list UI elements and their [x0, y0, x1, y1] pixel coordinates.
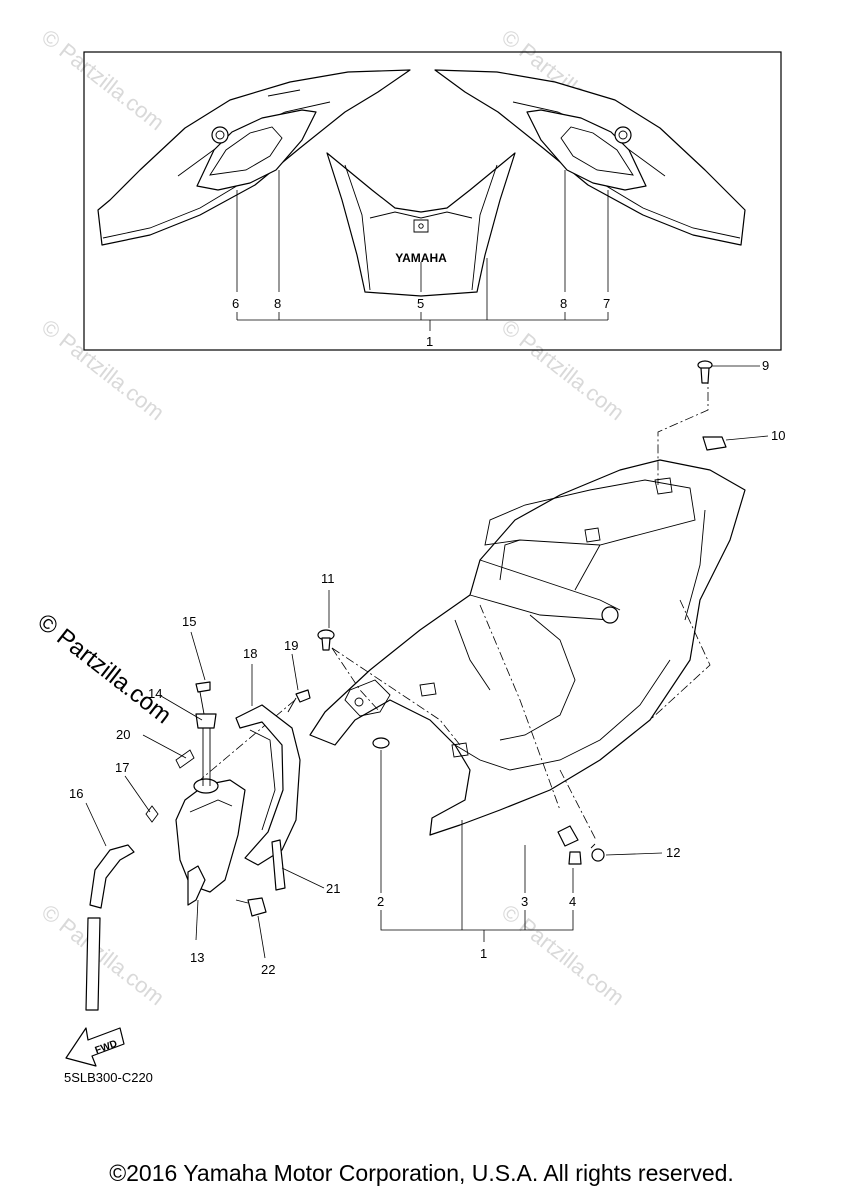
callout-13: 13 [190, 950, 204, 965]
callout-9: 9 [762, 358, 769, 373]
callout-16: 16 [69, 786, 83, 801]
decal-set-frame [83, 51, 782, 351]
lower-leader-lines [85, 365, 769, 959]
watermark-7: © Partzilla.com [497, 899, 629, 1010]
callout-6: 6 [232, 296, 239, 311]
watermark-4: © Partzilla.com [497, 314, 629, 425]
watermark-prominent: © Partzilla.com [32, 608, 176, 729]
callout-17: 17 [115, 760, 129, 775]
callout-labels: 1 6 8 5 8 7 9 10 11 15 18 19 14 20 17 16… [69, 296, 785, 977]
callout-22: 22 [261, 962, 275, 977]
callout-11: 11 [321, 571, 335, 586]
left-side-cover [97, 69, 411, 246]
callout-19: 19 [284, 638, 298, 653]
callout-20: 20 [116, 727, 130, 742]
callout-7: 7 [603, 296, 610, 311]
callout-4: 4 [569, 894, 576, 909]
brand-mark: YAMAHA [395, 251, 447, 265]
callout-18: 18 [243, 646, 257, 661]
callout-14: 14 [148, 686, 162, 701]
watermark-6: © Partzilla.com [37, 899, 169, 1010]
watermark-3: © Partzilla.com [37, 314, 169, 425]
callout-8-left: 8 [274, 296, 281, 311]
overflow-tank-assembly [85, 681, 311, 1011]
callout-15: 15 [182, 614, 196, 629]
callout-1-top: 1 [426, 334, 433, 349]
hardware [317, 360, 727, 865]
center-tail-cover: YAMAHA [326, 152, 516, 297]
top-leader-lines [236, 170, 609, 331]
forward-arrow-icon: FWD [65, 1027, 125, 1067]
right-side-cover [434, 69, 746, 246]
dashed-leaders [199, 375, 711, 841]
callout-2: 2 [377, 894, 384, 909]
diagram-code: 5SLB300-C220 [64, 1070, 153, 1085]
callout-5: 5 [417, 296, 424, 311]
watermark-1: © Partzilla.com [37, 24, 169, 135]
callout-12: 12 [666, 845, 680, 860]
tail-cowl [309, 459, 746, 836]
callout-3: 3 [521, 894, 528, 909]
callout-10: 10 [771, 428, 785, 443]
callout-21: 21 [326, 881, 340, 896]
callout-1-bottom: 1 [480, 946, 487, 961]
copyright-notice: ©2016 Yamaha Motor Corporation, U.S.A. A… [109, 1160, 734, 1186]
callout-8-right: 8 [560, 296, 567, 311]
